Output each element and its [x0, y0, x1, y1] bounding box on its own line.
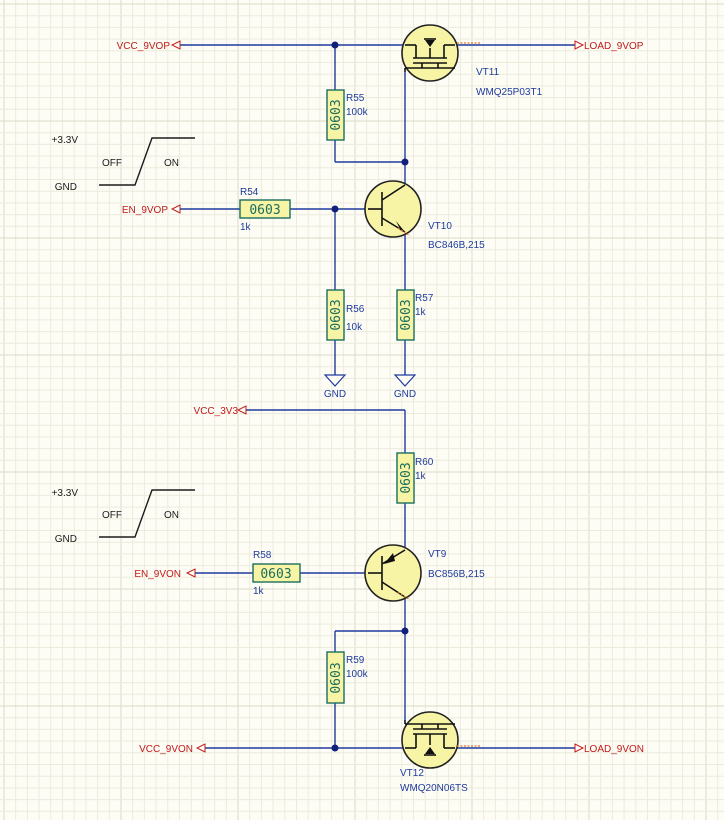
resistor-package: 0603 [399, 462, 414, 493]
bjt-vt10[interactable]: VT10 BC846B,215 [364, 180, 485, 251]
gnd-label: GND [324, 389, 346, 400]
switch-gnd-label: GND [55, 182, 77, 193]
resistor-r58[interactable]: 0603 R58 1k [252, 550, 301, 597]
switch-top[interactable]: +3.3V GND OFF ON [52, 135, 195, 193]
junctions [331, 41, 409, 752]
mosfet-value: WMQ25P03T1 [476, 87, 543, 98]
junction-dot [401, 627, 409, 635]
resistor-r56[interactable]: 0603 R56 10k [326, 289, 365, 341]
net-port-vcc-9von[interactable]: VCC_9VON [139, 743, 206, 755]
resistor-value: 1k [253, 586, 265, 597]
resistor-r54[interactable]: 0603 R54 1k [239, 187, 291, 233]
net-label: EN_9VOP [122, 205, 168, 216]
switch-supply-label: +3.3V [52, 135, 79, 146]
resistor-ref: R54 [240, 187, 259, 198]
switch-on-label: ON [164, 510, 179, 521]
resistor-value: 100k [346, 669, 369, 680]
mosfet-ref: VT11 [476, 67, 500, 78]
net-label: LOAD_9VON [584, 744, 644, 755]
mosfet-vt12[interactable]: VT12 WMQ20N06TS [400, 711, 480, 794]
bjt-ref: VT10 [428, 221, 452, 232]
net-port-load-9vop[interactable]: LOAD_9VOP [574, 40, 644, 52]
net-port-vcc-9vop[interactable]: VCC_9VOP [117, 40, 181, 52]
junction-dot [331, 744, 339, 752]
resistor-package: 0603 [260, 567, 291, 582]
resistor-value: 1k [415, 307, 427, 318]
resistor-ref: R55 [346, 93, 365, 104]
net-label: LOAD_9VOP [584, 41, 644, 52]
resistor-ref: R59 [346, 655, 365, 666]
net-label: EN_9VON [134, 569, 181, 580]
resistor-package: 0603 [329, 99, 344, 130]
resistor-r55[interactable]: 0603 R55 100k [326, 89, 369, 141]
resistor-package: 0603 [329, 662, 344, 693]
net-port-vcc-3v3[interactable]: VCC_3V3 [194, 405, 247, 417]
resistor-package: 0603 [249, 203, 280, 218]
gnd-label: GND [394, 389, 416, 400]
mosfet-vt11[interactable]: VT11 WMQ25P03T1 [401, 24, 543, 98]
gnd-symbol[interactable]: GND [323, 374, 347, 400]
resistor-r60[interactable]: 0603 R60 1k [396, 452, 434, 504]
bjt-ref: VT9 [428, 549, 447, 560]
net-label: VCC_9VOP [117, 41, 171, 52]
resistor-ref: R58 [253, 550, 272, 561]
switch-off-label: OFF [102, 158, 122, 169]
resistor-value: 100k [346, 107, 369, 118]
resistor-ref: R56 [346, 304, 365, 315]
resistor-r59[interactable]: 0603 R59 100k [326, 651, 369, 704]
resistor-value: 10k [346, 322, 363, 333]
net-port-en-9vop[interactable]: EN_9VOP [122, 204, 181, 216]
resistor-value: 1k [415, 471, 427, 482]
wires [180, 44, 575, 749]
switch-supply-label: +3.3V [52, 488, 79, 499]
net-label: VCC_3V3 [194, 406, 239, 417]
bjt-vt9[interactable]: VT9 BC856B,215 [364, 544, 485, 602]
resistor-value: 1k [240, 222, 252, 233]
mosfet-ref: VT12 [400, 768, 424, 779]
bjt-value: BC846B,215 [428, 240, 485, 251]
gnd-symbol[interactable]: GND [393, 374, 417, 400]
mosfet-value: WMQ20N06TS [400, 783, 468, 794]
switch-bottom[interactable]: +3.3V GND OFF ON [52, 488, 195, 545]
resistor-r57[interactable]: 0603 R57 1k [396, 289, 434, 341]
resistor-package: 0603 [329, 299, 344, 330]
switch-gnd-label: GND [55, 534, 77, 545]
bjt-value: BC856B,215 [428, 569, 485, 580]
junction-dot [331, 41, 339, 49]
switch-off-label: OFF [102, 510, 122, 521]
resistor-package: 0603 [399, 299, 414, 330]
resistor-ref: R60 [415, 457, 434, 468]
net-port-en-9von[interactable]: EN_9VON [134, 568, 196, 580]
junction-dot [331, 205, 339, 213]
net-port-load-9von[interactable]: LOAD_9VON [574, 743, 644, 755]
junction-dot [401, 158, 409, 166]
resistor-ref: R57 [415, 293, 434, 304]
net-label: VCC_9VON [139, 744, 193, 755]
switch-on-label: ON [164, 158, 179, 169]
